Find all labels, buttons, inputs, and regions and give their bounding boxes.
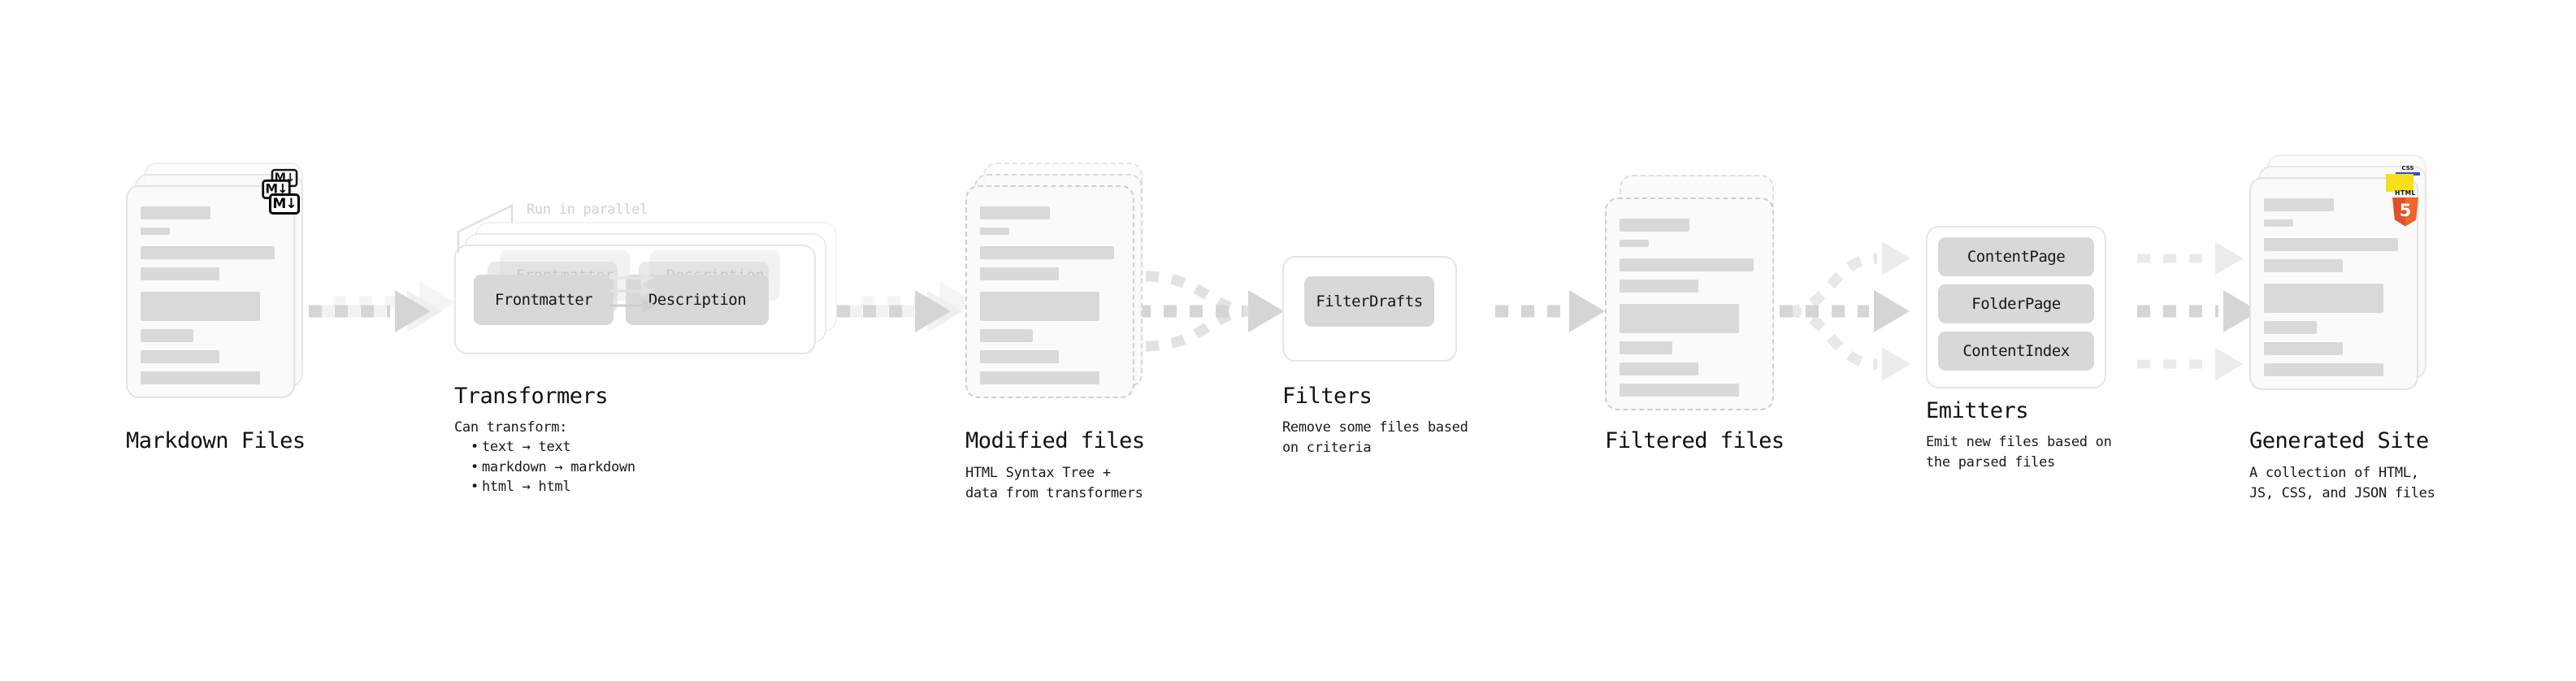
placeholder-bar	[2264, 321, 2317, 334]
html5-digit: 5	[2399, 201, 2412, 220]
placeholder-bar	[141, 292, 260, 321]
placeholder-bar	[2264, 198, 2334, 211]
transformer-inner-arrows	[609, 271, 657, 313]
placeholder-bar	[1620, 362, 1698, 375]
placeholder-bar	[980, 267, 1059, 280]
html5-icon: HTML 5	[2391, 190, 2420, 228]
connector-markdown-to-transformers-main	[309, 290, 431, 332]
generated-site-title: Generated Site	[2249, 428, 2429, 453]
placeholder-bar	[2264, 363, 2383, 376]
placeholder-bar	[2264, 259, 2343, 272]
filters-title: Filters	[1282, 384, 1373, 409]
emitter-pill-contentpage[interactable]: ContentPage	[1938, 237, 2094, 276]
connector-modified-to-filters	[1138, 271, 1284, 352]
html5-shield: 5	[2392, 197, 2418, 227]
transformers-title: Transformers	[454, 384, 609, 409]
transformers-bullet-2: html → html	[471, 477, 635, 497]
connector-transformers-to-modified-main	[837, 290, 951, 332]
modified-files-stack	[965, 163, 1152, 398]
transformers-bullet-0: text → text	[471, 437, 635, 458]
filtered-files-stack	[1605, 175, 1792, 410]
emitter-pill-contentindex[interactable]: ContentIndex	[1938, 332, 2094, 371]
connector-filters-to-filtered	[1495, 290, 1605, 332]
generated-site-subtitle: A collection of HTML, JS, CSS, and JSON …	[2249, 465, 2435, 501]
emitter-pill-folderpage[interactable]: FolderPage	[1938, 284, 2094, 323]
emitters-title: Emitters	[1926, 398, 2029, 423]
modified-card-content	[965, 185, 1134, 398]
placeholder-bar	[1620, 341, 1672, 354]
placeholder-bar	[2264, 284, 2383, 313]
filter-pill-filterdrafts[interactable]: FilterDrafts	[1304, 276, 1434, 327]
placeholder-bar	[980, 292, 1099, 321]
markdown-files-stack: M↓ M↓ M↓	[126, 163, 313, 398]
transformers-bullet-1: markdown → markdown	[471, 458, 635, 478]
connector-emitters-to-site	[2137, 241, 2259, 381]
markdown-card-content	[126, 185, 295, 398]
connector-transformers-to-modified	[849, 281, 975, 332]
transformers-subtitle: Can transform:	[454, 419, 568, 436]
placeholder-bar	[980, 329, 1033, 342]
js-badge	[2386, 174, 2413, 192]
filtered-card-content	[1605, 197, 1774, 410]
filters-subtitle: Remove some files based on criteria	[1282, 419, 1468, 456]
modified-files-title: Modified files	[965, 428, 1145, 453]
placeholder-bar	[141, 246, 275, 259]
markdown-badge-front: M↓	[269, 193, 300, 215]
placeholder-bar	[2264, 219, 2293, 227]
placeholder-bar	[1620, 258, 1754, 271]
placeholder-bar	[980, 350, 1059, 363]
placeholder-bar	[1620, 240, 1649, 247]
placeholder-bar	[1620, 304, 1739, 333]
html5-label: HTML	[2395, 189, 2416, 197]
connector-markdown-to-transformers	[321, 281, 455, 332]
placeholder-bar	[141, 350, 219, 363]
placeholder-bar	[141, 228, 170, 235]
placeholder-bar	[1620, 219, 1689, 232]
run-in-parallel-bracket	[457, 204, 514, 253]
modified-files-subtitle: HTML Syntax Tree + data from transformer…	[965, 465, 1143, 501]
transformer-pill-frontmatter[interactable]: Frontmatter	[474, 275, 614, 325]
placeholder-bar	[980, 246, 1114, 259]
transformer-pill-description[interactable]: Description	[626, 275, 769, 325]
markdown-files-title: Markdown Files	[126, 428, 306, 453]
placeholder-bar	[1620, 280, 1698, 293]
placeholder-bar	[2264, 238, 2398, 251]
placeholder-bar	[141, 329, 193, 342]
generated-site-stack: CSS HTML 5	[2249, 154, 2436, 390]
run-in-parallel-label: Run in parallel	[527, 202, 648, 218]
placeholder-bar	[980, 206, 1050, 219]
placeholder-bar	[141, 371, 260, 384]
transformers-bullet-list: text → text markdown → markdown html → h…	[466, 437, 635, 497]
css-badge-label: CSS	[2401, 165, 2414, 171]
placeholder-bar	[141, 267, 219, 280]
site-card-content	[2249, 177, 2418, 390]
connector-filtered-to-emitters	[1780, 241, 1911, 381]
placeholder-bar	[2264, 342, 2343, 355]
placeholder-bar	[980, 371, 1099, 384]
filtered-files-title: Filtered files	[1605, 428, 1785, 453]
placeholder-bar	[1620, 384, 1739, 397]
placeholder-bar	[980, 228, 1009, 235]
emitters-subtitle: Emit new files based on the parsed files	[1926, 434, 2112, 471]
placeholder-bar	[141, 206, 210, 219]
